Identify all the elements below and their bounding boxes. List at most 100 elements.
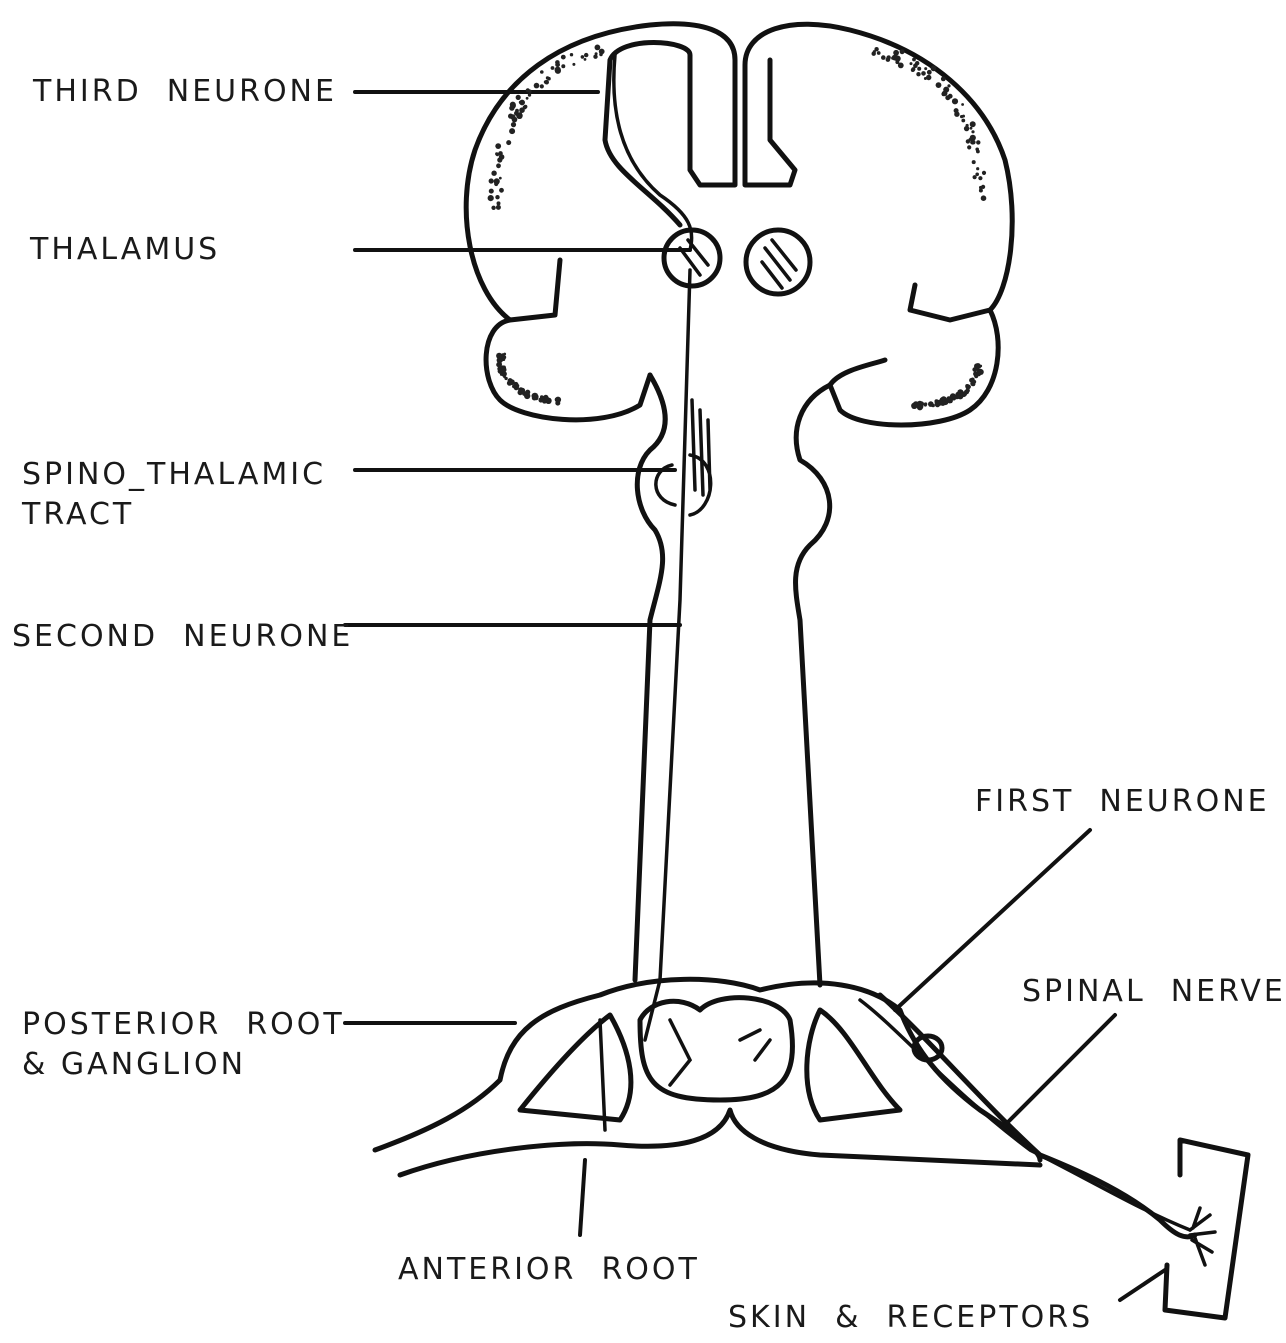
label-skin-receptors: SKIN & RECEPTORS xyxy=(728,1298,1093,1338)
label-third-neurone: THIRD NEURONE xyxy=(33,72,337,112)
spinal-nerve xyxy=(880,995,1195,1237)
left-hemisphere xyxy=(466,24,735,420)
stipple-dot xyxy=(547,77,551,81)
stipple-dot xyxy=(511,122,516,127)
stipple-dot xyxy=(881,55,886,60)
stipple-dot xyxy=(911,67,915,71)
stipple-dot xyxy=(971,140,976,145)
stipple-dot xyxy=(978,176,982,180)
stipple-dot xyxy=(916,72,920,76)
stipple-dot xyxy=(948,94,953,99)
stipple-dot xyxy=(495,195,499,199)
stipple-dot xyxy=(924,404,927,407)
stipple-dot xyxy=(954,108,959,113)
label-first-neurone: FIRST NEURONE xyxy=(975,782,1270,822)
stipple-dot xyxy=(952,98,958,104)
stipple-dot xyxy=(491,206,495,210)
stipple-dot xyxy=(877,51,881,55)
stipple-dot xyxy=(544,80,548,84)
stipple-dot xyxy=(503,374,506,377)
stipple-dot xyxy=(914,402,920,408)
leader-spinal-nerve xyxy=(1005,1015,1115,1125)
stipple-dot xyxy=(948,398,953,403)
stipple-dot xyxy=(972,367,977,372)
stipple-dot xyxy=(960,395,963,398)
stipple-dot xyxy=(931,404,935,408)
stipple-dot xyxy=(962,391,967,396)
stipple-dot xyxy=(545,396,548,399)
stipple-dot xyxy=(489,178,494,183)
stipple-dot xyxy=(499,154,505,160)
stipple-dot xyxy=(516,95,521,100)
stipple-dot xyxy=(982,171,986,175)
label-spino-thalamic-tract: TRACT xyxy=(22,495,134,535)
stipple-dot xyxy=(970,121,976,127)
stipple-dot xyxy=(540,395,543,398)
stipple-dot xyxy=(915,61,919,65)
stipple-dot xyxy=(912,58,916,62)
stipple-dot xyxy=(501,353,504,356)
stipple-dot xyxy=(526,97,529,100)
stipple-dot xyxy=(976,140,980,144)
stipple-dot xyxy=(534,394,537,397)
label-ganglion: & GANGLION xyxy=(22,1045,246,1085)
stipple-dot xyxy=(970,127,973,130)
stipple-dot xyxy=(973,175,977,179)
stipple-dot xyxy=(499,177,502,180)
stipple-dot xyxy=(488,195,494,201)
stipple-dot xyxy=(961,103,964,106)
second-neurone-fibre xyxy=(645,270,690,1040)
stipple-dot xyxy=(887,55,890,58)
stipple-dot xyxy=(526,88,530,92)
stipple-dot xyxy=(595,45,601,51)
label-spinal-nerve: SPINAL NERVE xyxy=(1022,972,1286,1012)
stipple-dot xyxy=(584,53,588,57)
stipple-dot xyxy=(510,114,515,119)
stipple-dot xyxy=(495,152,498,155)
brainstem-left-edge xyxy=(635,375,665,980)
stipple-dot xyxy=(504,377,507,380)
stipple-dot xyxy=(523,105,527,109)
stipple-dot xyxy=(551,66,555,70)
leader-anterior-root xyxy=(580,1160,585,1235)
stipple-dot xyxy=(593,55,597,59)
stipple-dot xyxy=(921,71,926,76)
stipple-dot xyxy=(935,403,938,406)
stipple-dot xyxy=(927,70,932,75)
stipple-dot xyxy=(497,354,501,358)
stipple-dot xyxy=(506,140,511,145)
stipple-dot xyxy=(494,182,498,186)
stipple-dot xyxy=(500,373,503,376)
stipple-dot xyxy=(584,58,587,61)
stipple-dot xyxy=(926,75,931,80)
stipple-dot xyxy=(528,93,531,96)
label-anterior-root: ANTERIOR ROOT xyxy=(398,1250,700,1290)
stipple-dot xyxy=(516,113,522,119)
stipple-dot xyxy=(969,138,972,141)
stipple-dot xyxy=(600,50,603,53)
cord-grey-matter xyxy=(640,998,792,1100)
stipple-dot xyxy=(977,372,981,376)
stipple-dot xyxy=(976,167,979,170)
stipple-dot xyxy=(514,385,519,390)
stipple-dot xyxy=(540,70,544,74)
stipple-dot xyxy=(496,163,501,168)
stipple-dot xyxy=(520,388,525,393)
stipple-dot xyxy=(964,126,969,131)
stipple-dot xyxy=(497,201,501,205)
stipple-dot xyxy=(555,397,561,403)
stipple-dot xyxy=(555,67,561,73)
stipple-dot xyxy=(910,62,913,65)
right-hemisphere xyxy=(745,24,1012,425)
right-ganglion xyxy=(807,1010,900,1120)
stipple-dot xyxy=(942,91,948,97)
stipple-dot xyxy=(595,52,598,55)
stipple-dot xyxy=(498,358,503,363)
stipple-dot xyxy=(581,55,585,59)
stipple-dot xyxy=(971,130,974,133)
label-posterior-root: POSTERIOR ROOT xyxy=(22,1005,345,1045)
stipple-dot xyxy=(924,67,927,70)
third-neurone-fibre xyxy=(614,55,692,250)
